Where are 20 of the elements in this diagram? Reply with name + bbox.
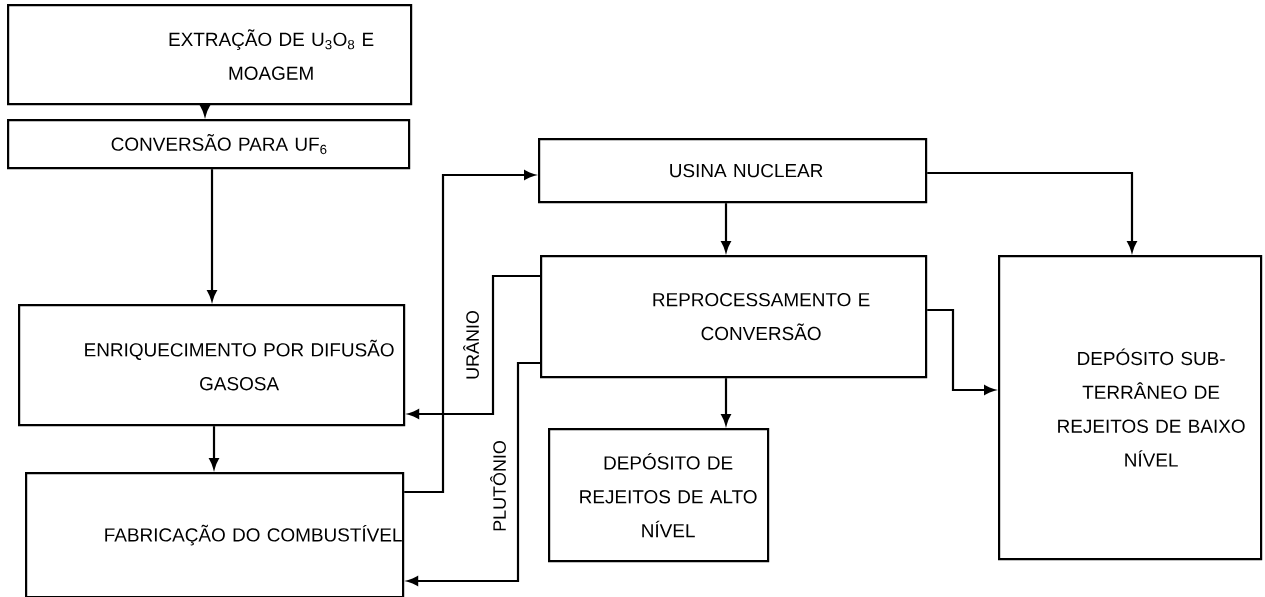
process-box: ENRIQUECIMENTO POR DIFUSÃO GASOSA: [18, 304, 406, 427]
process-box: CONVERSÃO PARA UF$_{6}$: [7, 119, 411, 170]
arrow: [408, 274, 540, 419]
process-box: REPROCESSAMENTO E CONVERSÃO: [540, 255, 928, 379]
process-box: EXTRAÇÃO DE U$_{3}$O$_{8}$ E MOAGEM: [7, 4, 413, 106]
arrow: [721, 378, 731, 425]
arrow: [207, 169, 217, 301]
process-box: DEPÓSITO DE REJEITOS DE ALTO NÍVEL: [548, 428, 770, 563]
process-box: FABRICAÇÃO DO COMBUSTÍVEL: [25, 472, 405, 597]
arrow: [209, 426, 219, 469]
edge-label: URÂNIO: [462, 309, 480, 381]
arrow: [407, 361, 540, 586]
arrow: [927, 171, 1137, 252]
arrow: [200, 105, 210, 116]
arrow: [927, 308, 995, 395]
edge-label: PLUTÔNIO: [489, 439, 507, 533]
arrow: [721, 203, 731, 252]
process-box: DEPÓSITO SUB- TERRÂNEO DE REJEITOS DE BAIXO NÍVEL: [998, 255, 1263, 561]
process-box: USINA NUCLEAR: [538, 138, 928, 204]
arrow: [404, 170, 535, 494]
